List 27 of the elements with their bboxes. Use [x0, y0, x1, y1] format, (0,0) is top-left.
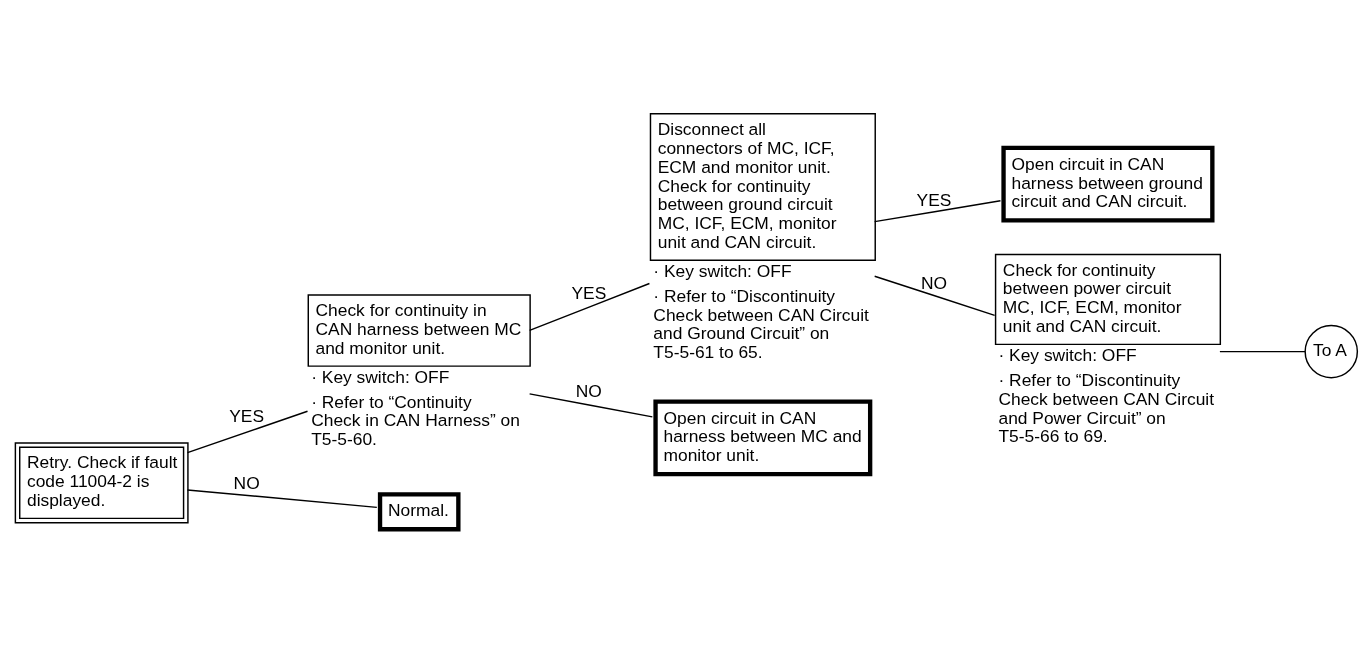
connector [873, 274, 996, 316]
connector [186, 488, 378, 508]
node-box: Disconnect all connectors of MC, ICF, ECM and monitor unit. Check for continuity between ground circuit MC, ICF, ECM, monitor unit and CAN circuit. [649, 112, 876, 261]
node-label: · Refer to “Discontinuity Check between CAN Circuit and Power Circuit” on T5-5-66 to 69. [998, 369, 1215, 446]
edge-label: NO [920, 272, 947, 293]
edge-label: NO [575, 380, 602, 401]
connector [528, 392, 654, 418]
connector [1219, 350, 1306, 352]
node-box: Check for continuity in CAN harness between MC and monitor unit. [307, 293, 531, 367]
node-box: Check for continuity between power circuit MC, ICF, ECM, monitor unit and CAN circuit. [994, 253, 1222, 345]
node-label: · Refer to “Discontinuity Check between CAN Circuit and Ground Circuit” on T5-5-61 to 65. [653, 285, 869, 362]
edge-label: YES [916, 189, 952, 210]
node-label: · Key switch: OFF [653, 260, 792, 281]
connector [186, 409, 309, 453]
node-box: Open circuit in CAN harness between ground circuit and CAN circuit. [1001, 145, 1215, 223]
node-label: · Key switch: OFF [998, 344, 1137, 365]
edge-label: YES [571, 282, 607, 303]
edge-label: YES [229, 405, 265, 426]
node-box: Open circuit in CAN harness between MC and monitor unit. [653, 398, 873, 476]
node-box: Normal. [377, 491, 461, 531]
connector [873, 199, 1002, 222]
node-label: · Refer to “Continuity Check in CAN Harness” on T5-5-60. [311, 391, 520, 449]
connector [528, 282, 651, 331]
edge-label: NO [233, 472, 260, 493]
node-label: · Key switch: OFF [311, 366, 450, 387]
node-box: Retry. Check if fault code 11004-2 is displayed. [14, 441, 189, 523]
node-circle: To A [1304, 324, 1359, 378]
